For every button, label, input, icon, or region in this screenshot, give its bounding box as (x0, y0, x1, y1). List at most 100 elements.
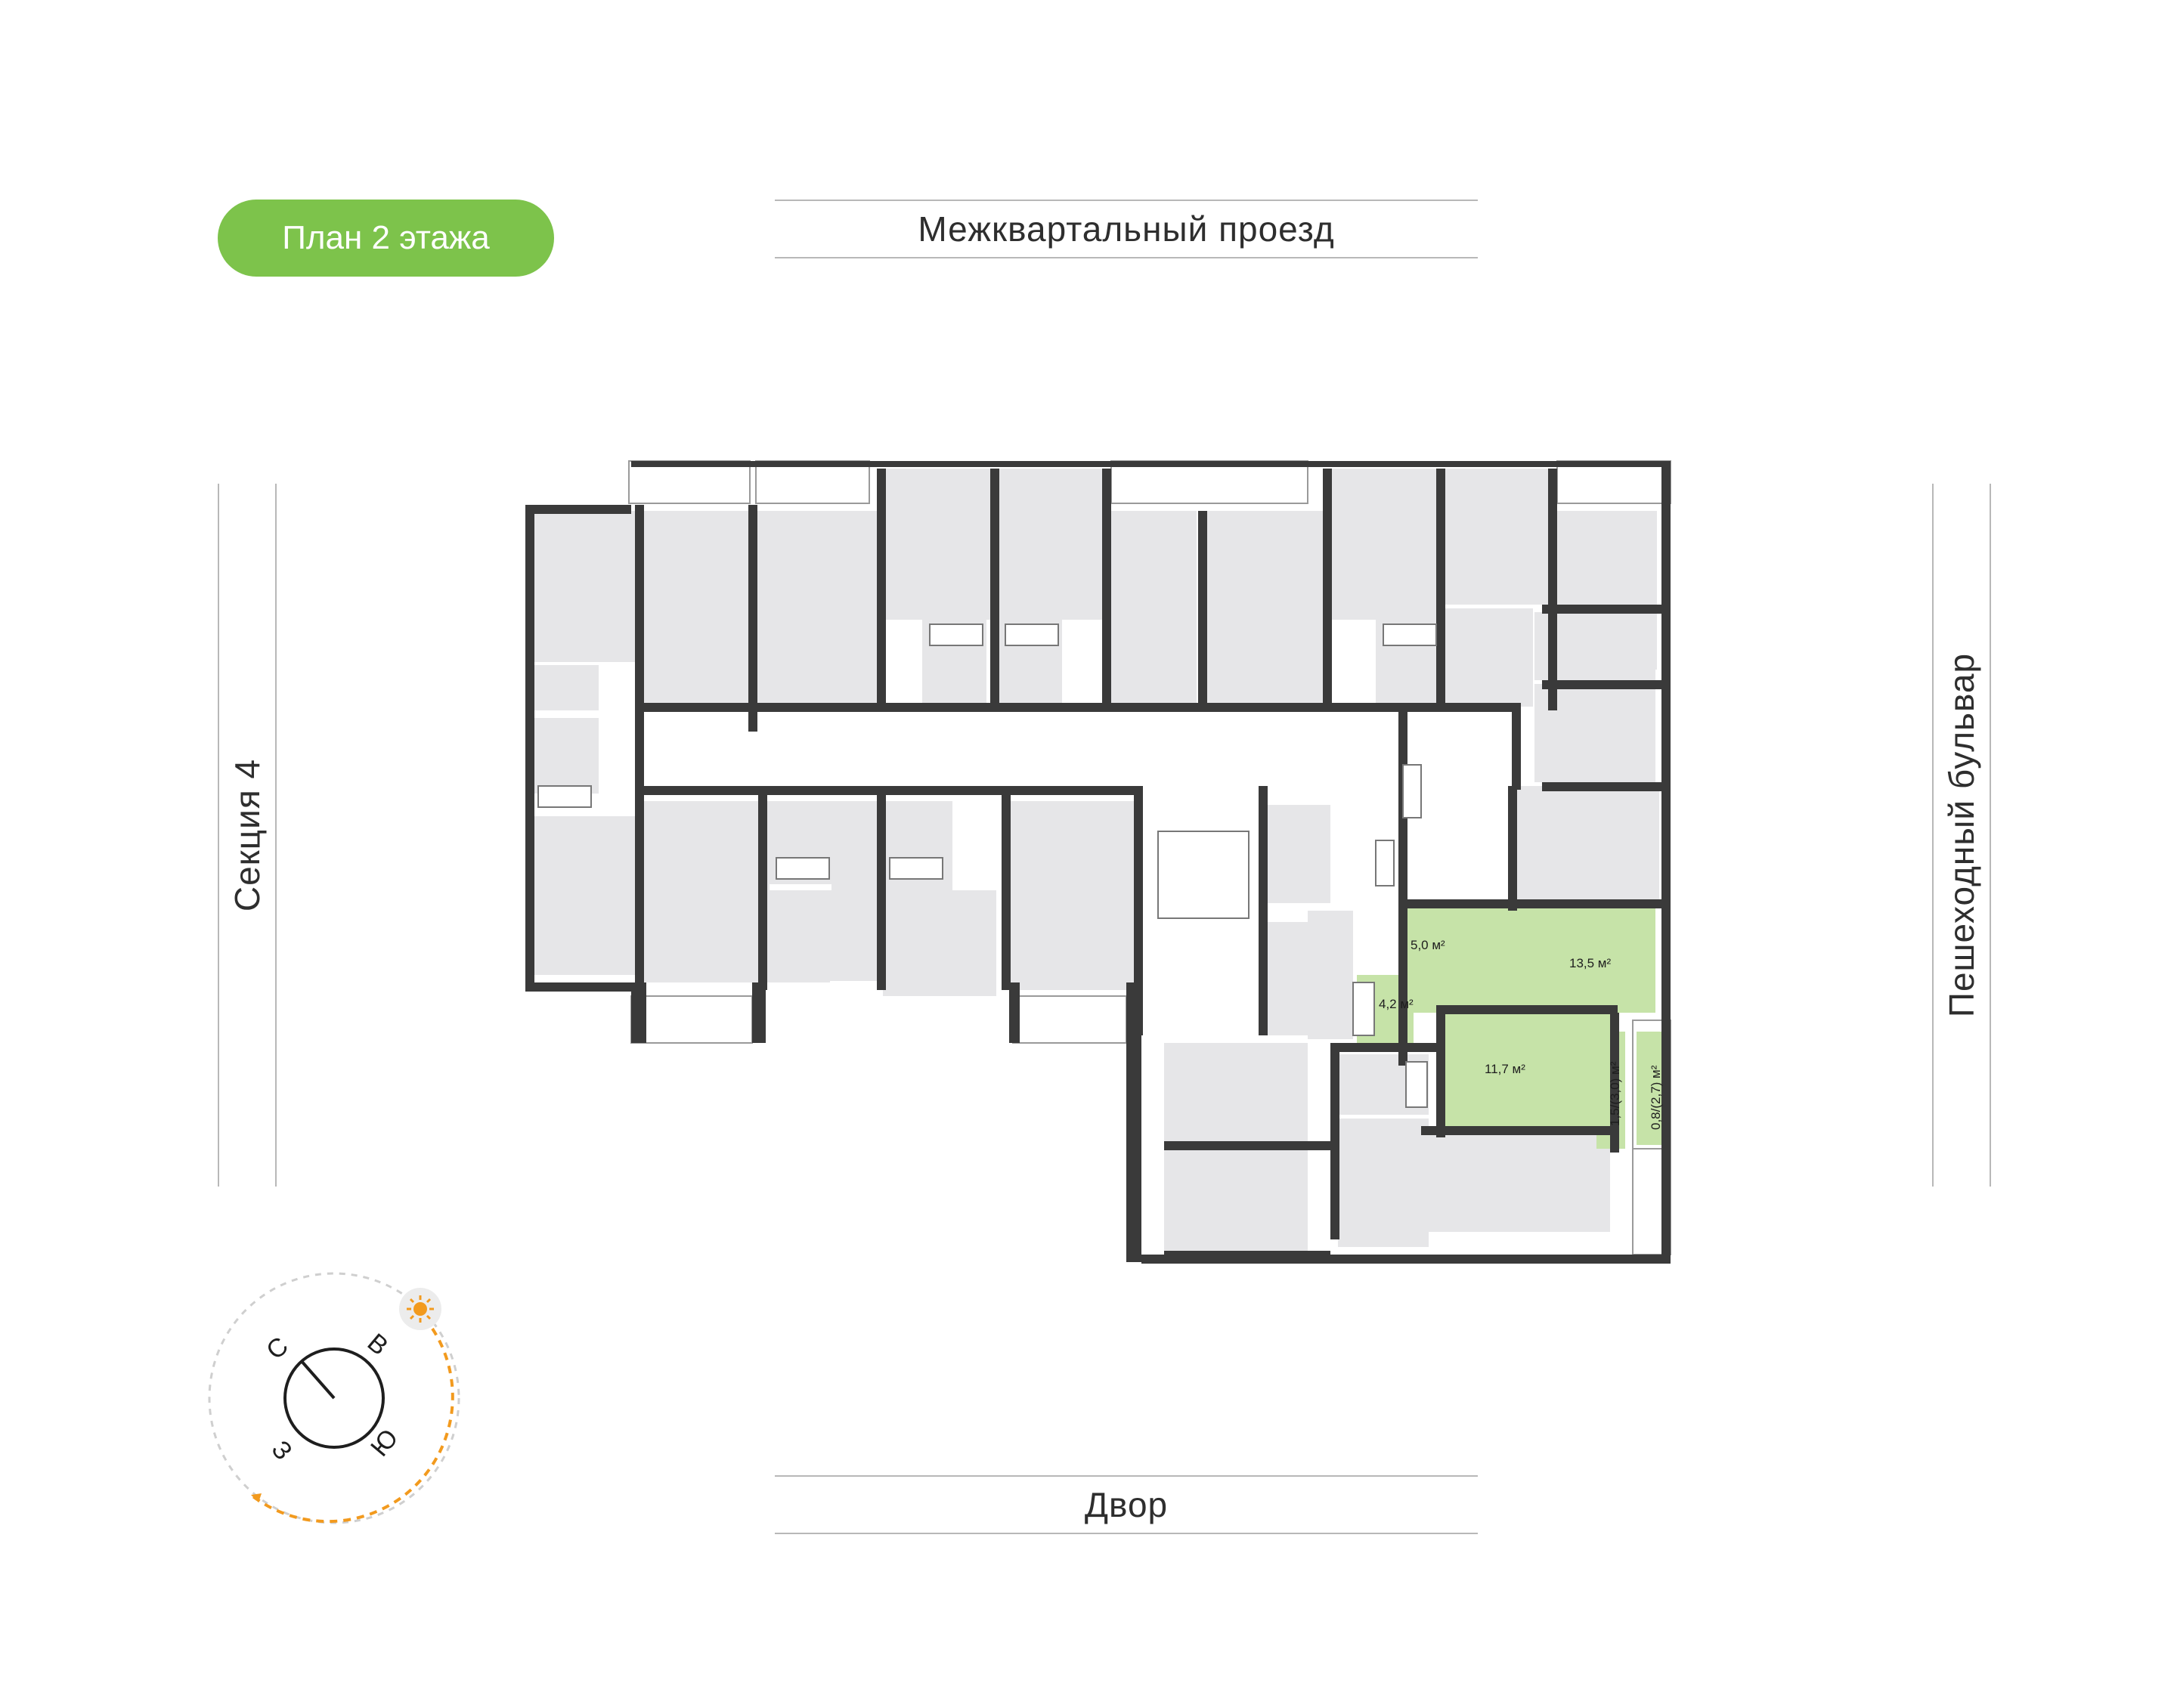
wall-84 (1436, 1005, 1618, 1014)
walls (525, 461, 1671, 1264)
area-label-balcony-2: 0,8/(2,7) м² (1649, 1065, 1663, 1130)
area-labels: 5,0 м² 13,5 м² 4,2 м² 11,7 м² 1,5/(3,0) … (1379, 938, 1663, 1130)
wall-57 (525, 982, 631, 992)
wall-88 (1164, 1141, 1330, 1150)
wall-90 (1610, 1013, 1619, 1153)
fixture-98 (1383, 623, 1437, 646)
street-left-line-2 (275, 484, 277, 1187)
room-48 (1550, 786, 1659, 907)
room-29 (531, 816, 636, 975)
wall-76 (758, 786, 767, 990)
compass: С В Ю З (204, 1270, 476, 1542)
room-16 (1202, 511, 1323, 709)
compass-needle (299, 1359, 336, 1400)
balcony-2 (1110, 460, 1308, 504)
fixture-97 (1005, 623, 1059, 646)
room-37 (1005, 801, 1134, 990)
room-12 (756, 511, 881, 709)
wall-66 (748, 505, 757, 732)
fixture-99 (537, 785, 592, 808)
sun-path-circle (208, 1272, 460, 1524)
balcony-4 (630, 995, 753, 1044)
wall-58 (631, 982, 646, 1043)
wall-73 (1548, 469, 1557, 710)
wall-72 (1436, 469, 1445, 710)
apartment-room-50 (1444, 1013, 1614, 1126)
fixture-105 (1375, 840, 1395, 886)
street-left: Секция 4 (218, 484, 277, 1187)
room-14 (996, 469, 1106, 620)
street-bottom-line-2 (775, 1533, 1478, 1534)
street-right-line-1 (1932, 484, 1934, 1187)
area-label-bedroom: 11,7 м² (1485, 1062, 1525, 1076)
wall-77 (877, 786, 886, 990)
room-11 (641, 511, 754, 709)
street-right: Пешеходный бульвар (1932, 484, 1991, 1187)
wall-82 (1398, 899, 1663, 908)
wall-60 (1009, 982, 1020, 1043)
fixture-96 (929, 623, 983, 646)
area-label-living-kitchen: 13,5 м² (1569, 956, 1611, 970)
wall-81 (1398, 710, 1407, 1066)
wall-65 (635, 505, 644, 989)
corridor-8 (635, 707, 1398, 786)
room-26 (1442, 608, 1533, 707)
street-top-label: Межквартальный проезд (918, 209, 1335, 249)
fixture-106 (1157, 831, 1250, 919)
room-33 (831, 801, 884, 892)
wall-92 (1512, 703, 1521, 790)
wall-55 (631, 461, 1671, 467)
room-47 (1338, 1179, 1429, 1247)
wall-80 (1259, 786, 1268, 1035)
room-13 (881, 469, 990, 620)
wall-79 (1134, 786, 1143, 1035)
wall-78 (1002, 786, 1011, 990)
wall-71 (1323, 469, 1332, 710)
street-bottom-line-1 (775, 1475, 1478, 1477)
room-42 (1164, 1043, 1308, 1141)
street-left-line-1 (218, 484, 219, 1187)
room-40 (1262, 922, 1308, 1035)
wall-54 (525, 505, 631, 514)
street-bottom-label: Двор (1084, 1485, 1169, 1524)
area-label-balcony-1: 1,5/(3,0) м² (1608, 1061, 1622, 1126)
wall-64 (1661, 467, 1671, 1261)
wall-56 (525, 505, 534, 989)
area-label-corridor: 5,0 м² (1411, 938, 1445, 952)
room-35 (770, 890, 890, 981)
floor-plan-title: План 2 этажа (218, 200, 554, 277)
street-right-line-2 (1990, 484, 1991, 1187)
room-10 (531, 511, 638, 662)
room-28 (531, 718, 599, 794)
fixture-104 (1402, 764, 1422, 818)
room-41 (1308, 911, 1353, 1039)
room-46 (1429, 1134, 1610, 1232)
fixture-101 (889, 857, 943, 880)
room-30 (641, 801, 770, 982)
room-43 (1164, 1145, 1308, 1251)
wall-94 (1542, 680, 1663, 689)
balcony-3 (1556, 460, 1671, 504)
street-bottom: Двор (775, 1475, 1478, 1534)
wall-86 (1330, 1043, 1440, 1052)
room-36 (883, 890, 996, 996)
fixture-100 (776, 857, 830, 880)
wall-93 (1542, 605, 1663, 614)
fixtures (537, 623, 1437, 1108)
street-top-line-2 (775, 257, 1478, 258)
fixture-103 (1405, 1061, 1428, 1108)
wall-67 (877, 469, 886, 710)
sun-icon (399, 1288, 441, 1330)
wall-95 (1542, 782, 1663, 791)
street-top: Межквартальный проезд (775, 200, 1478, 258)
apartment-room-53 (1637, 1032, 1665, 1145)
compass-graphic (208, 1272, 460, 1524)
wall-83 (1508, 786, 1517, 911)
wall-68 (990, 469, 999, 710)
compass-dial (283, 1348, 385, 1449)
wall-62 (1126, 1035, 1141, 1262)
street-top-line-1 (775, 200, 1478, 201)
balcony-1 (755, 460, 870, 504)
fixture-102 (1352, 982, 1375, 1036)
